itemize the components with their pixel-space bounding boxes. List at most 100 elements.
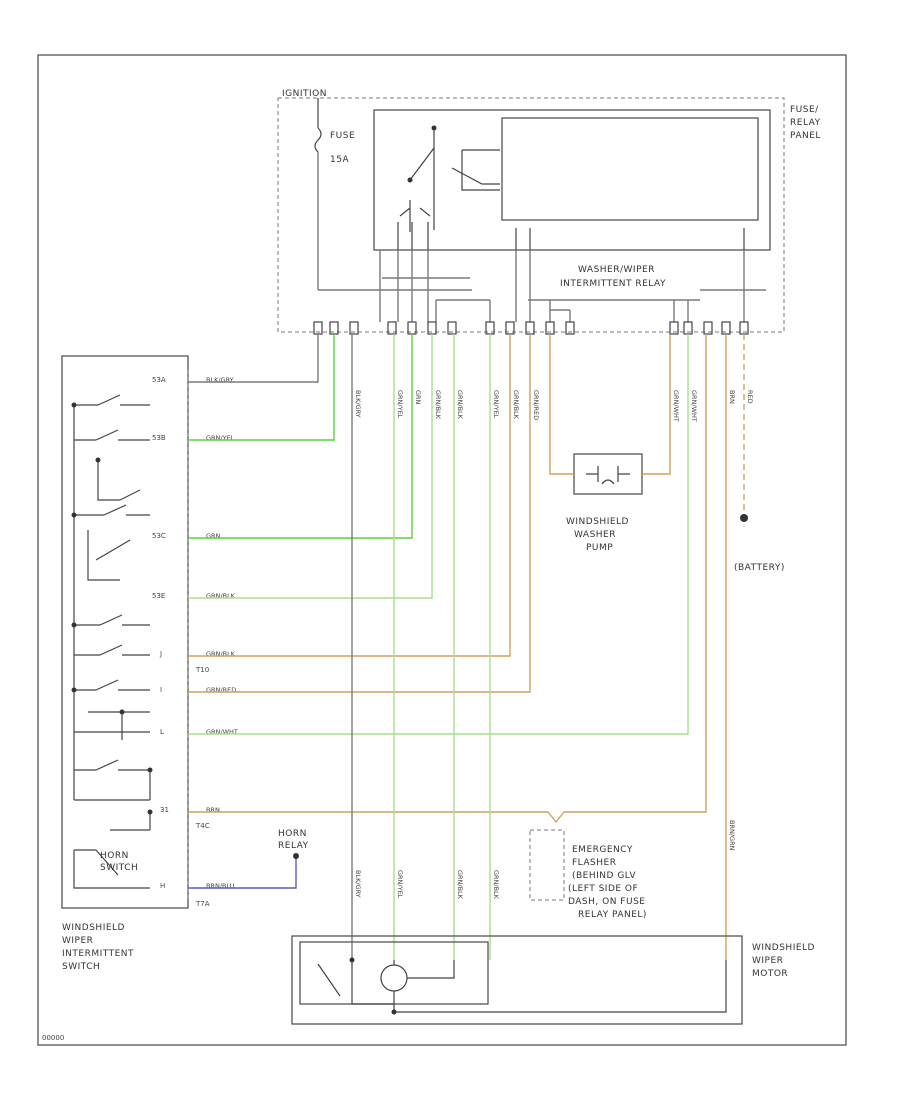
motor-wire-labels: BLK/GRY GRN/YEL GRN/BLK GRN/BLK BRN/GRN [354, 820, 736, 900]
motor-contacts-icon [317, 960, 727, 1013]
switch-contacts-icon [73, 394, 151, 889]
switch-wire-label: GRN/BLK [206, 650, 236, 658]
fuse-relay-panel-label-3: PANEL [790, 131, 821, 141]
motor-label-2: WIPER [752, 956, 783, 966]
switch-pin-label: 53E [152, 592, 165, 600]
relay-coil-icon [451, 149, 500, 191]
relay-arm-icon [399, 207, 431, 217]
switch-wire-label: GRN/BLK [206, 592, 236, 600]
switch-wire-label: BRN/BLU [206, 882, 235, 890]
relay-pin-stubs [397, 222, 745, 250]
relay-label-1: WASHER/WIPER [578, 265, 655, 275]
connector-t4c-label: T4C [195, 822, 210, 830]
switch-pin-label: I [160, 686, 162, 694]
switch-label-4: SWITCH [62, 962, 100, 972]
svg-text:GRN/RED: GRN/RED [532, 390, 540, 420]
flasher-label-4: (LEFT SIDE OF [568, 884, 638, 894]
horn-relay-label-1: HORN [278, 829, 307, 839]
pump-label-2: WASHER [574, 530, 616, 540]
switch-pin-label: 31 [160, 806, 169, 814]
switch-pin-label: 53B [152, 434, 166, 442]
pump-label-3: PUMP [586, 543, 613, 553]
wire-53a [188, 334, 319, 383]
battery-label: (BATTERY) [734, 563, 785, 573]
wire-i [188, 334, 531, 693]
connector-t10-label: T10 [195, 666, 209, 674]
svg-text:GRN/WHT: GRN/WHT [690, 390, 698, 422]
fuse-relay-panel-label-1: FUSE/ [790, 105, 819, 115]
relay-box [373, 109, 771, 251]
fuse-icon [314, 127, 322, 153]
motor-label-3: MOTOR [752, 969, 788, 979]
relay-contact-icon [409, 128, 435, 232]
ignition-label: IGNITION [282, 89, 327, 99]
diagram-footer-id: 00000 [42, 1034, 64, 1042]
svg-text:GRN/BLK: GRN/BLK [492, 870, 500, 900]
outer-frame [37, 54, 847, 1046]
switch-contact-nodes [71, 402, 153, 815]
switch-wire-label: BRN [206, 806, 220, 814]
flasher-label-1: EMERGENCY [572, 845, 633, 855]
svg-text:GRN/BLK: GRN/BLK [456, 870, 464, 900]
switch-pin-label: J [159, 650, 162, 658]
wire-53b [188, 334, 335, 441]
switch-wire-label: BLK/GRY [206, 376, 234, 384]
svg-text:BRN/GRN: BRN/GRN [728, 820, 736, 851]
wire-pump-right [642, 334, 671, 475]
svg-text:GRN: GRN [414, 390, 422, 405]
fuse-relay-panel-border [277, 97, 785, 333]
relay-node [407, 177, 413, 183]
motor-label-1: WINDSHIELD [752, 943, 815, 953]
svg-text:GRN/BLK: GRN/BLK [434, 390, 442, 420]
svg-text:BRN: BRN [728, 390, 736, 404]
relay-label-2: INTERMITTENT RELAY [560, 279, 666, 289]
horn-switch-label-1: HORN [100, 851, 129, 861]
horn-relay-icon [293, 853, 299, 859]
flasher-label-2: FLASHER [572, 858, 616, 868]
battery-terminal-icon [740, 514, 748, 522]
emergency-flasher-box [529, 829, 565, 901]
wire-j [188, 334, 511, 657]
flasher-label-5: DASH, ON FUSE [568, 897, 645, 907]
relay-node [431, 125, 437, 131]
switch-label-1: WINDSHIELD [62, 923, 125, 933]
washer-pump-icon [586, 466, 630, 485]
svg-text:BLK/GRY: BLK/GRY [354, 390, 362, 418]
svg-text:BLK/GRY: BLK/GRY [354, 870, 362, 898]
switch-label-2: WIPER [62, 936, 93, 946]
intermittent-switch-box [61, 355, 189, 909]
fuse-relay-panel-label-2: RELAY [790, 118, 821, 128]
connector-t7a-label: T7A [195, 900, 210, 908]
relay-module [501, 117, 759, 221]
wire-h [188, 858, 297, 889]
panel-bus-lines [318, 250, 766, 322]
svg-text:GRN/YEL: GRN/YEL [396, 870, 404, 899]
switch-wire-label: GRN/YEL [206, 434, 235, 442]
wire-pump-left [549, 334, 574, 475]
flasher-label-3: (BEHIND GLV [572, 871, 636, 881]
switch-wire-label: GRN/WHT [206, 728, 238, 736]
switch-pin-label: H [160, 882, 165, 890]
wiper-motor-box [291, 935, 743, 1025]
switch-wire-label: GRN/RED [206, 686, 236, 694]
wire-53c [188, 334, 413, 539]
svg-text:GRN/WHT: GRN/WHT [672, 390, 680, 422]
switch-pin-label: 53A [152, 376, 166, 384]
fuse-amp-label: 15A [330, 155, 349, 165]
horn-relay-label-2: RELAY [278, 841, 309, 851]
wire-53e [188, 334, 433, 599]
switch-pin-label: 53C [152, 532, 166, 540]
washer-pump-box [573, 453, 643, 495]
wire-l [188, 334, 689, 735]
horn-switch-label-2: SWITCH [100, 863, 138, 873]
svg-text:GRN/YEL: GRN/YEL [396, 390, 404, 419]
fuse-label: FUSE [330, 131, 355, 141]
svg-text:RED: RED [746, 390, 754, 404]
switch-label-3: INTERMITTENT [62, 949, 134, 959]
svg-text:GRN/YEL: GRN/YEL [492, 390, 500, 419]
motor-node [391, 1009, 397, 1015]
flasher-label-6: RELAY PANEL) [578, 910, 647, 920]
wiper-motor-icon [380, 964, 408, 992]
motor-node [349, 957, 355, 963]
